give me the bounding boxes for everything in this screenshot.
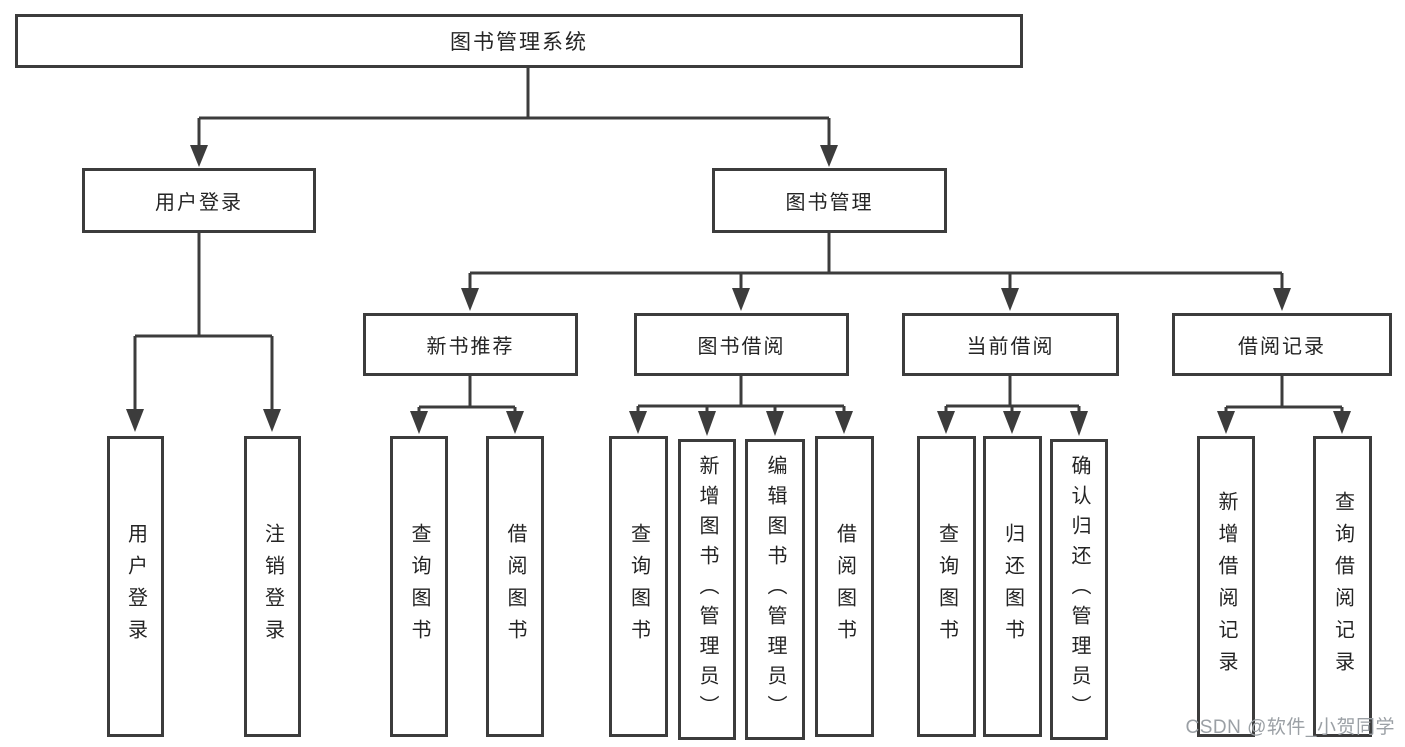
node-label: 查询图书 <box>627 522 650 651</box>
node-label: 用户登录 <box>124 522 147 651</box>
node-label: 查询借阅记录 <box>1331 490 1354 683</box>
node-current-borrowing: 当前借阅 <box>902 313 1119 376</box>
leaf-logout: 注销登录 <box>244 436 301 737</box>
node-label: 查询图书 <box>408 522 430 651</box>
node-label: 图书管理 <box>785 192 874 214</box>
leaf-query-borrow-record: 查询借阅记录 <box>1313 436 1372 737</box>
node-label: 用户登录 <box>155 192 243 214</box>
node-new-book-recommendation: 新书推荐 <box>363 313 578 376</box>
node-user-login: 用户登录 <box>82 168 316 233</box>
node-book-borrowing: 图书借阅 <box>634 313 849 376</box>
leaf-confirm-return-admin: 确认归还（管理员） <box>1050 439 1108 740</box>
node-label: 新书推荐 <box>426 336 515 358</box>
node-label: 编辑图书（管理员） <box>764 454 786 725</box>
leaf-user-login: 用户登录 <box>107 436 164 737</box>
leaf-return-books: 归还图书 <box>983 436 1042 737</box>
leaf-edit-books-admin: 编辑图书（管理员） <box>745 439 805 740</box>
leaf-borrow-books-recommend: 借阅图书 <box>486 436 544 737</box>
node-label: 借阅图书 <box>833 522 856 651</box>
leaf-query-books-recommend: 查询图书 <box>390 436 448 737</box>
node-label: 注销登录 <box>261 522 284 651</box>
node-library-management-system: 图书管理系统 <box>15 14 1023 68</box>
leaf-borrow-books: 借阅图书 <box>815 436 874 737</box>
node-label: 新增图书（管理员） <box>696 454 718 725</box>
node-book-management: 图书管理 <box>712 168 947 233</box>
node-label: 图书管理系统 <box>450 31 588 54</box>
node-label: 借阅图书 <box>504 522 526 651</box>
node-label: 图书借阅 <box>697 336 786 358</box>
node-label: 查询图书 <box>935 522 958 651</box>
leaf-add-borrow-record: 新增借阅记录 <box>1197 436 1255 737</box>
node-label: 当前借阅 <box>966 336 1055 358</box>
node-label: 归还图书 <box>1001 522 1024 651</box>
csdn-watermark: CSDN @软件_小贺同学 <box>1185 717 1395 738</box>
node-label: 确认归还（管理员） <box>1068 454 1090 725</box>
node-label: 借阅记录 <box>1238 336 1326 358</box>
leaf-query-books-borrow: 查询图书 <box>609 436 668 737</box>
leaf-add-books-admin: 新增图书（管理员） <box>678 439 736 740</box>
node-borrowing-records: 借阅记录 <box>1172 313 1392 376</box>
node-label: 新增借阅记录 <box>1215 490 1237 683</box>
leaf-query-books-current: 查询图书 <box>917 436 976 737</box>
